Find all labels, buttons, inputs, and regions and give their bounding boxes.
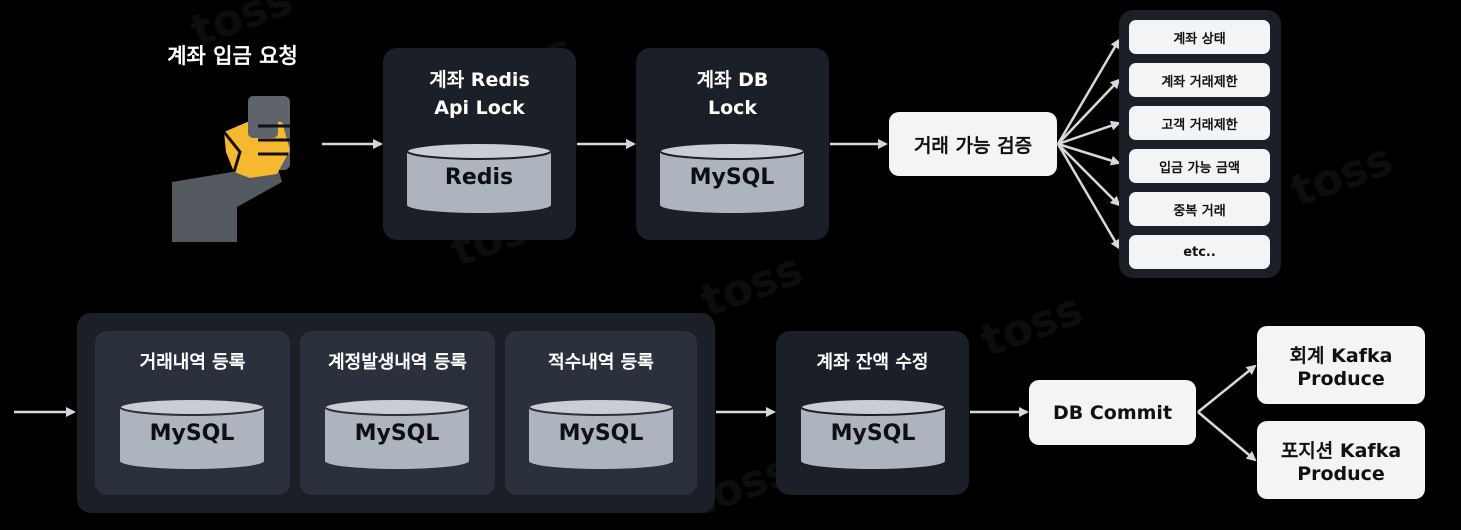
phone-hand-icon [172,96,290,242]
arrow [1057,120,1121,146]
registration-card: 계정발생내역 등록 MySQL [300,331,495,495]
kafka-line: 회계 Kafka [1289,344,1393,367]
check-item: 계좌 상태 [1129,20,1270,54]
check-item: 입금 가능 금액 [1129,149,1270,183]
registration-card: 거래내역 등록 MySQL [95,331,290,495]
mysql-cylinder: MySQL [529,399,673,469]
arrow [1057,78,1121,145]
db-lock-title: Lock [707,97,758,119]
db-lock-title: 계좌 DB [696,69,769,91]
redis-lock-title: 계좌 Redis [429,69,530,91]
arrow [1057,142,1121,166]
kafka-line: Produce [1297,367,1385,390]
arrow [1056,143,1121,250]
mysql-cylinder: MySQL [120,399,264,469]
registrations-panel: 거래내역 등록 MySQL 계정발생내역 등록 MySQL 적수내역 등록 My… [77,313,715,513]
registration-title: 계정발생내역 등록 [328,352,467,373]
mysql-db-label: MySQL [558,421,644,446]
mysql-db-label: MySQL [830,421,916,446]
check-item: etc.. [1129,235,1270,269]
request-label: 계좌 입금 요청 [167,44,298,68]
redis-lock-panel: 계좌 Redis Api Lock Redis [383,48,576,240]
kafka-line: 포지션 Kafka [1280,439,1402,462]
checks-panel: 계좌 상태 계좌 거래제한 고객 거래제한 입금 가능 금액 중복 거래 etc… [1119,10,1281,278]
check-item: 중복 거래 [1129,192,1270,226]
validate-box: 거래 가능 검증 [889,112,1057,176]
check-item: 고객 거래제한 [1129,106,1270,140]
balance-title: 계좌 잔액 수정 [816,352,929,373]
check-item: 계좌 거래제한 [1129,63,1270,97]
registration-title: 적수내역 등록 [548,352,654,373]
commit-box: DB Commit [1029,380,1196,445]
redis-lock-title: Api Lock [434,97,525,119]
redis-cylinder: Redis [407,143,551,213]
kafka-line: Produce [1297,462,1385,485]
redis-db-label: Redis [444,165,514,190]
mysql-cylinder: MySQL [325,399,469,469]
mysql-db-label: MySQL [354,421,440,446]
mysql-db-label: MySQL [689,165,775,190]
balance-panel: 계좌 잔액 수정 MySQL [776,331,969,495]
db-lock-panel: 계좌 DB Lock MySQL [636,48,829,240]
kafka-box: 포지션 Kafka Produce [1257,421,1425,499]
arrow [1197,364,1257,413]
mysql-db-label: MySQL [149,421,235,446]
mysql-cylinder: MySQL [660,143,804,213]
arrow [1056,38,1121,145]
registration-card: 적수내역 등록 MySQL [505,331,697,495]
kafka-box: 회계 Kafka Produce [1257,326,1425,404]
arrow [1057,143,1121,207]
registration-title: 거래내역 등록 [139,352,246,373]
arrow [1197,411,1257,462]
mysql-cylinder: MySQL [801,399,945,469]
